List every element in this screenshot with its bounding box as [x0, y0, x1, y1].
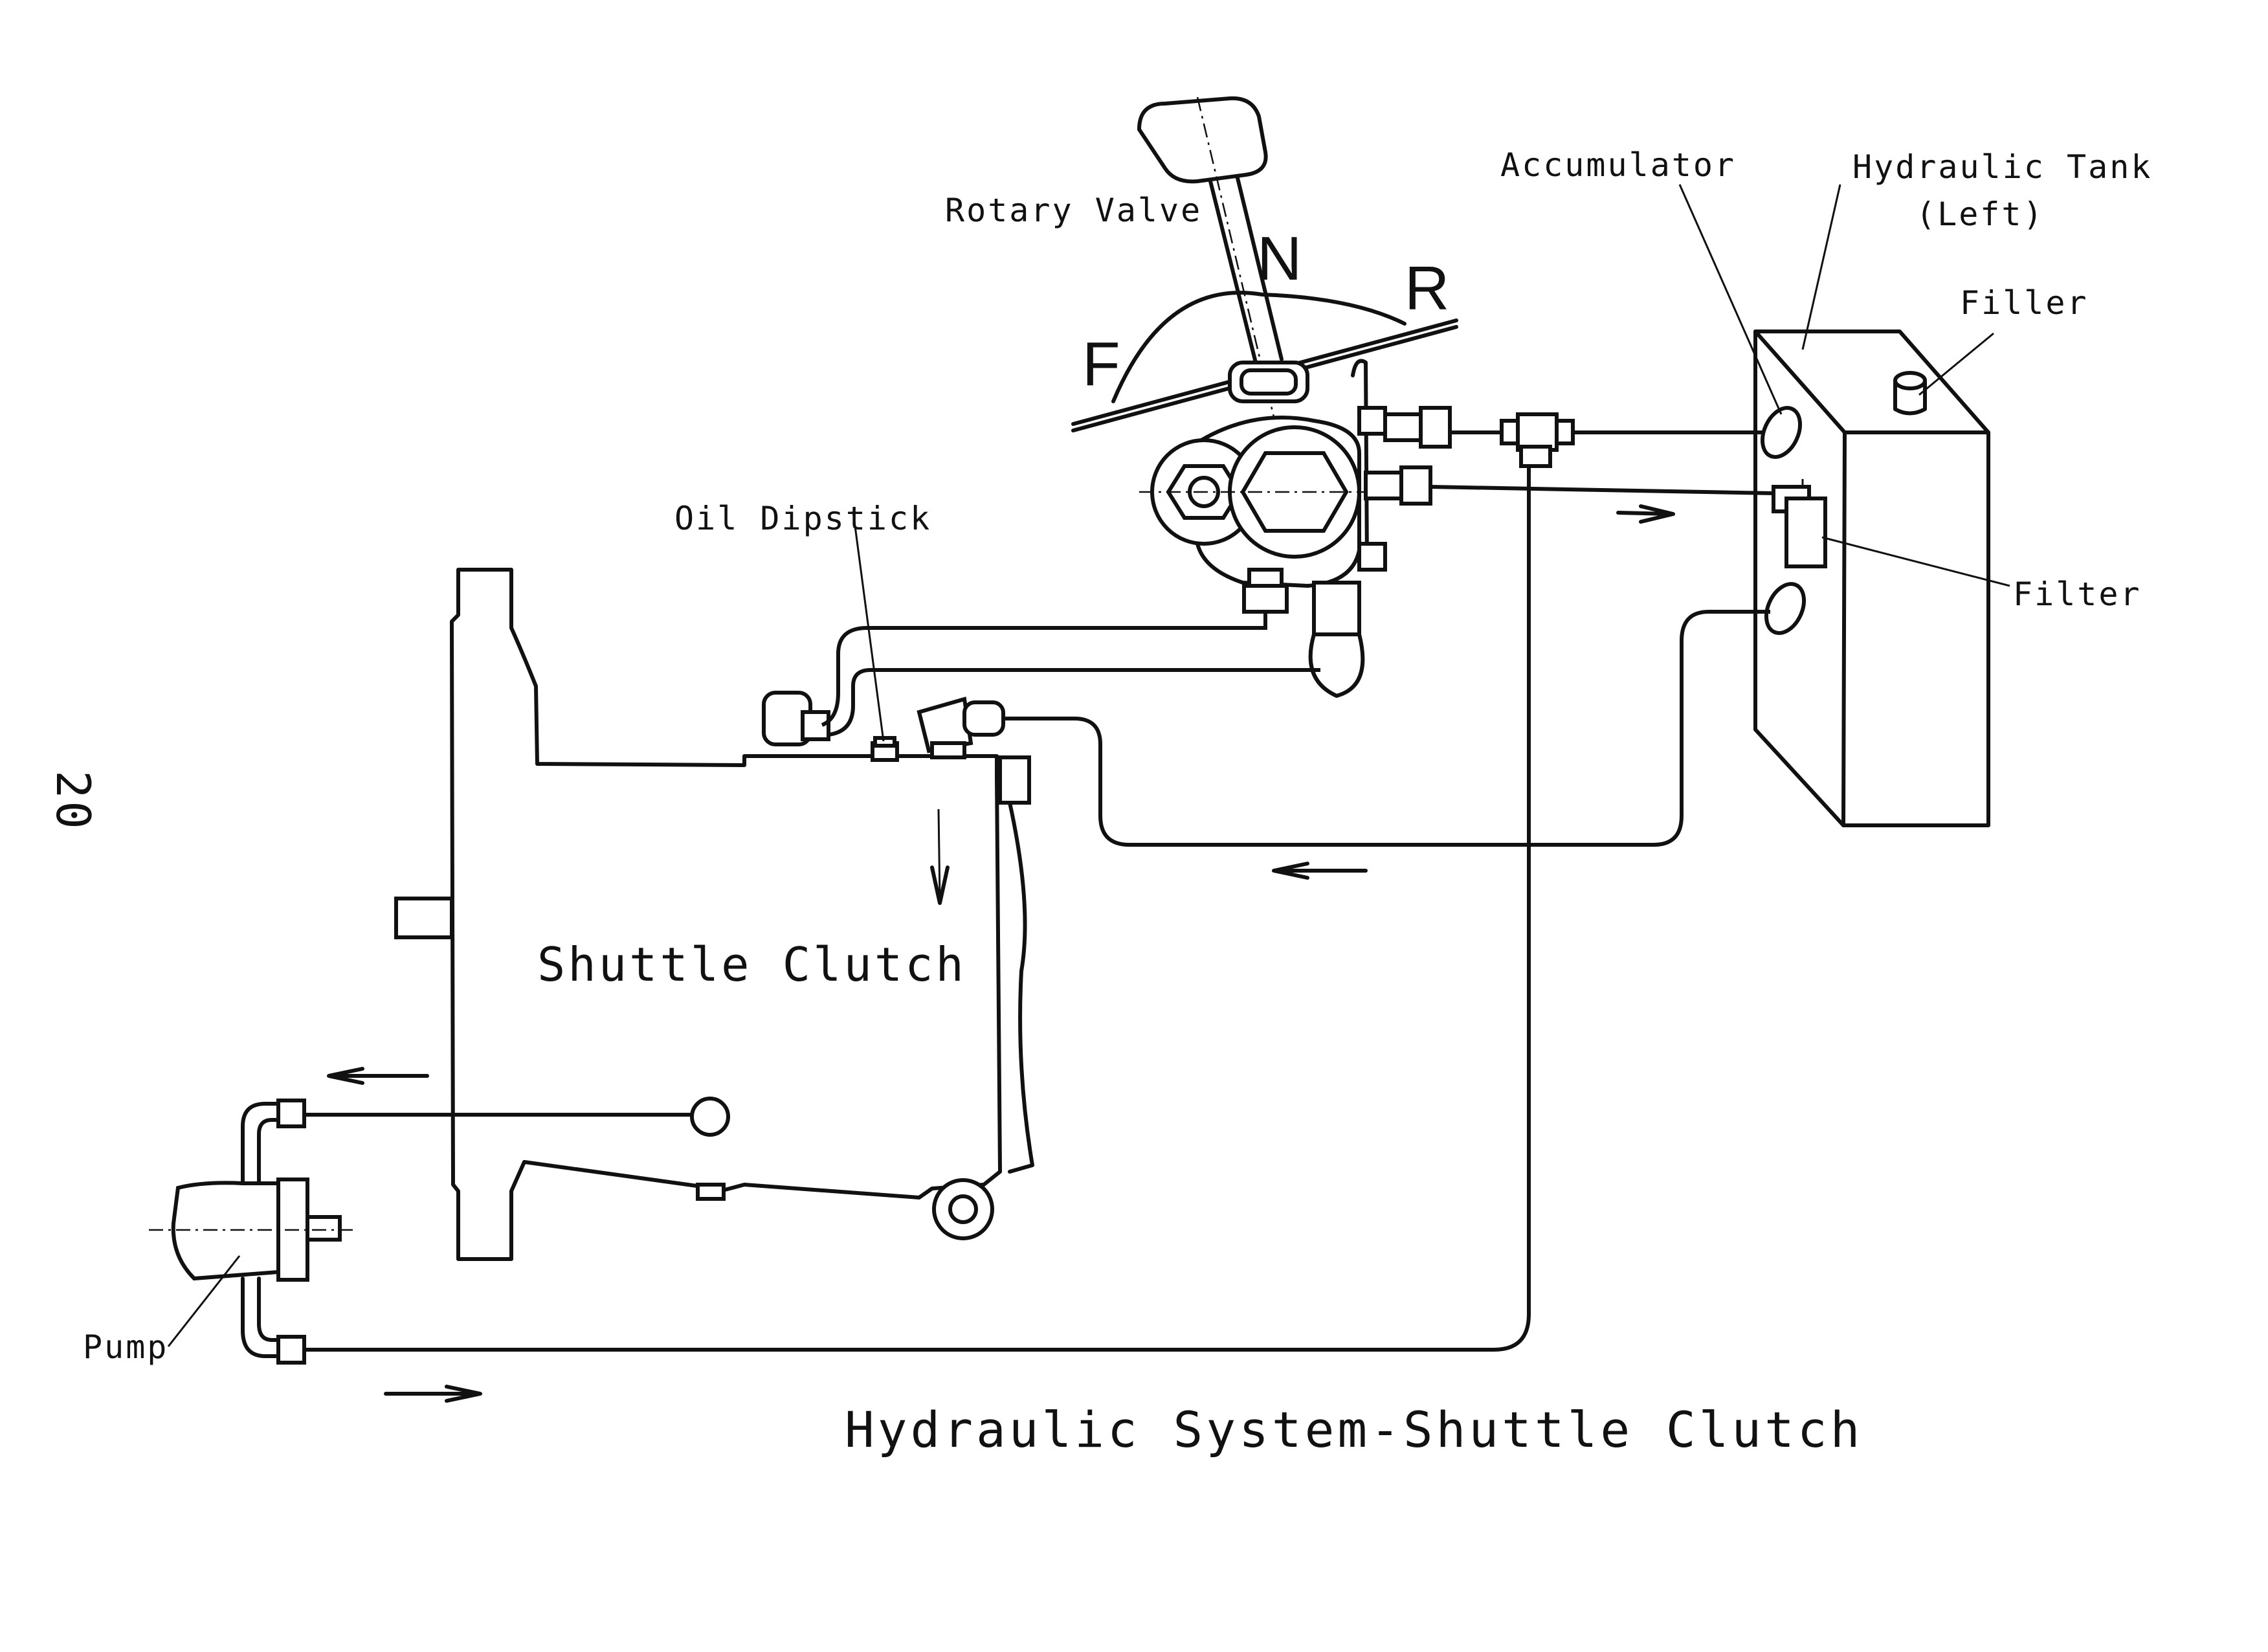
lever-position-r: R	[1405, 254, 1449, 323]
lever-position-n: N	[1257, 224, 1302, 293]
accumulator-tee	[1500, 412, 1575, 468]
lever-position-f: F	[1082, 329, 1120, 399]
label-shuttle-clutch: Shuttle Clutch	[537, 937, 966, 992]
leader-lines	[167, 184, 2010, 1347]
label-oil-dipstick: Oil Dipstick	[674, 500, 931, 537]
diagram-caption: Hydraulic System-Shuttle Clutch	[845, 1401, 1863, 1458]
pipes	[304, 430, 1774, 1352]
pump	[149, 1099, 353, 1365]
flow-arrows	[327, 504, 1675, 1403]
label-filler: Filler	[1960, 284, 2089, 322]
page-number: 20	[46, 770, 100, 832]
rotary-valve	[1071, 96, 1458, 698]
label-rotary-valve: Rotary Valve	[945, 192, 1202, 229]
hydraulic-tank	[1753, 329, 1990, 827]
label-filter: Filter	[2013, 575, 2142, 613]
label-accumulator: Accumulator	[1500, 146, 1736, 184]
label-pump: Pump	[83, 1328, 168, 1366]
label-hydraulic-tank: Hydraulic Tank	[1852, 148, 2152, 186]
label-hydraulic-tank-side: (Left)	[1916, 195, 2045, 233]
shuttle-clutch-housing	[394, 568, 1034, 1261]
